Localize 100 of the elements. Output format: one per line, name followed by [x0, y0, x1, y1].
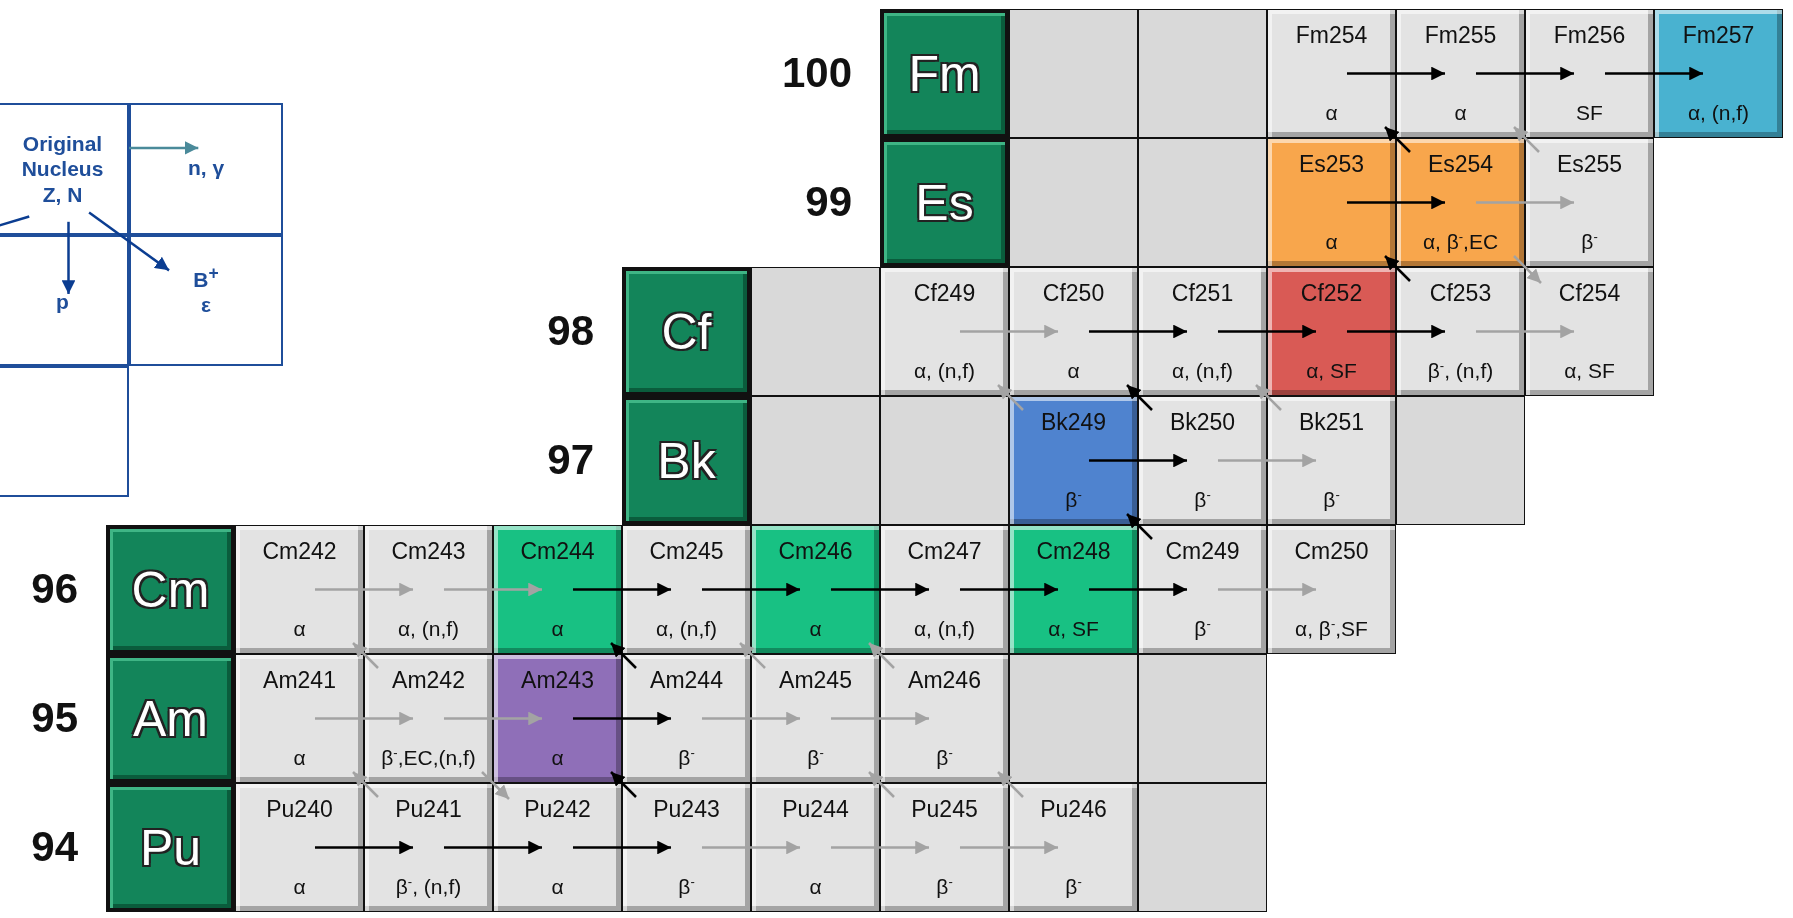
arrow	[1476, 66, 1574, 81]
decay-mode: β$^{-}$	[677, 874, 696, 899]
arrow	[481, 771, 510, 800]
nuclide-tile	[364, 783, 493, 912]
nuclide-tile	[1525, 138, 1654, 267]
nuclide-name: Pu240	[265, 796, 334, 823]
arrow	[868, 771, 895, 798]
nuclide-tile	[751, 654, 880, 783]
nuclide-tile	[235, 654, 364, 783]
nuclide-tile	[1654, 9, 1783, 138]
arrow	[1513, 126, 1540, 153]
arrow	[1476, 195, 1574, 210]
nuclide-tile	[1009, 783, 1138, 912]
arrow	[1347, 66, 1445, 81]
nuclide-tile	[235, 525, 364, 654]
decay-mode: α	[1324, 101, 1339, 125]
nuclide-tile	[1009, 267, 1138, 396]
atomic-number: 94	[30, 822, 78, 871]
arrow	[1089, 324, 1187, 339]
arrow	[1218, 324, 1316, 339]
decay-mode: β$^{-}$	[935, 874, 954, 899]
arrow	[352, 771, 379, 798]
decay-mode: β$^{-}$	[1064, 487, 1083, 512]
nuclide-name: Pu244	[781, 796, 850, 823]
nuclide-tile	[880, 654, 1009, 783]
nuclide-name: Am244	[649, 667, 724, 694]
nuclide-tile	[622, 525, 751, 654]
legend-box	[129, 235, 283, 366]
decay-mode: α	[808, 617, 823, 641]
nuclide-tile	[622, 783, 751, 912]
nuclide-name: Fm254	[1294, 22, 1369, 49]
arrow	[1605, 66, 1703, 81]
arrow	[1218, 453, 1316, 468]
nuclide-tile	[880, 783, 1009, 912]
decay-mode: β$^{-}$	[935, 745, 954, 770]
nuclide-name: Pu245	[910, 796, 979, 823]
arrow	[1476, 324, 1574, 339]
nuclide-name: Cm248	[1035, 538, 1112, 565]
nuclide-name: Cm247	[906, 538, 983, 565]
arrow	[702, 582, 800, 597]
nuclide-name: Es253	[1297, 151, 1366, 178]
decay-mode: β$^{-}$	[1193, 487, 1212, 512]
arrow	[61, 221, 76, 294]
nuclide-name: Cf250	[1041, 280, 1106, 307]
arrow	[960, 324, 1058, 339]
nuclide-tile	[1396, 267, 1525, 396]
arrow	[831, 711, 929, 726]
nuclide-name: Cf251	[1170, 280, 1235, 307]
arrow	[997, 771, 1024, 798]
element-symbol: Cm	[131, 560, 210, 619]
nuclide-tile	[1267, 138, 1396, 267]
arrow	[960, 582, 1058, 597]
decay-mode: α, SF	[1047, 617, 1100, 641]
arrow	[1126, 384, 1153, 411]
nuclide-tile	[1009, 525, 1138, 654]
arrow	[573, 582, 671, 597]
element-tile	[622, 267, 751, 396]
decay-mode: β$^{-}$	[1064, 874, 1083, 899]
decay-mode: α, (n,f)	[912, 359, 977, 383]
decay-mode: α, SF	[1563, 359, 1616, 383]
arrow	[610, 771, 637, 798]
arrow	[831, 582, 929, 597]
decay-mode: α, (n,f)	[912, 617, 977, 641]
legend-box	[0, 103, 129, 235]
nuclide-tile	[1267, 396, 1396, 525]
decay-mode: α	[292, 617, 307, 641]
decay-mode: β$^{-}$	[1322, 487, 1341, 512]
decay-mode: β$^{-}$,EC,(n,f)	[380, 745, 477, 770]
legend-text: p	[56, 289, 69, 315]
arrow	[315, 582, 413, 597]
decay-mode: α, β$^{-}$,SF	[1294, 616, 1369, 641]
nuclide-tile	[493, 654, 622, 783]
nuclide-name: Pu242	[523, 796, 592, 823]
nuclide-name: Am241	[262, 667, 337, 694]
element-symbol: Fm	[908, 44, 981, 103]
decay-mode: α	[1453, 101, 1468, 125]
atomic-number: 96	[30, 564, 78, 613]
element-tile	[880, 138, 1009, 267]
decay-mode: β$^{-}$	[806, 745, 825, 770]
nuclide-name: Am242	[391, 667, 466, 694]
nuclide-tile	[1138, 267, 1267, 396]
nuclide-tile	[1525, 267, 1654, 396]
atomic-number: 99	[804, 177, 852, 226]
arrow	[1089, 582, 1187, 597]
decay-mode: α	[808, 875, 823, 899]
legend-box	[0, 235, 129, 366]
legend-text: ε	[201, 292, 211, 318]
decay-mode: α	[292, 746, 307, 770]
nuclide-tile	[1396, 9, 1525, 138]
arrow	[831, 840, 929, 855]
nuclide-name: Cf252	[1299, 280, 1364, 307]
arrow	[444, 840, 542, 855]
nuclide-name: Am243	[520, 667, 595, 694]
legend-box	[129, 103, 283, 235]
arrow	[573, 711, 671, 726]
decay-mode: α, SF	[1305, 359, 1358, 383]
decay-mode: β$^{-}$	[1193, 616, 1212, 641]
nuclide-name: Cm244	[519, 538, 596, 565]
arrow	[1347, 324, 1445, 339]
arrow	[1347, 195, 1445, 210]
